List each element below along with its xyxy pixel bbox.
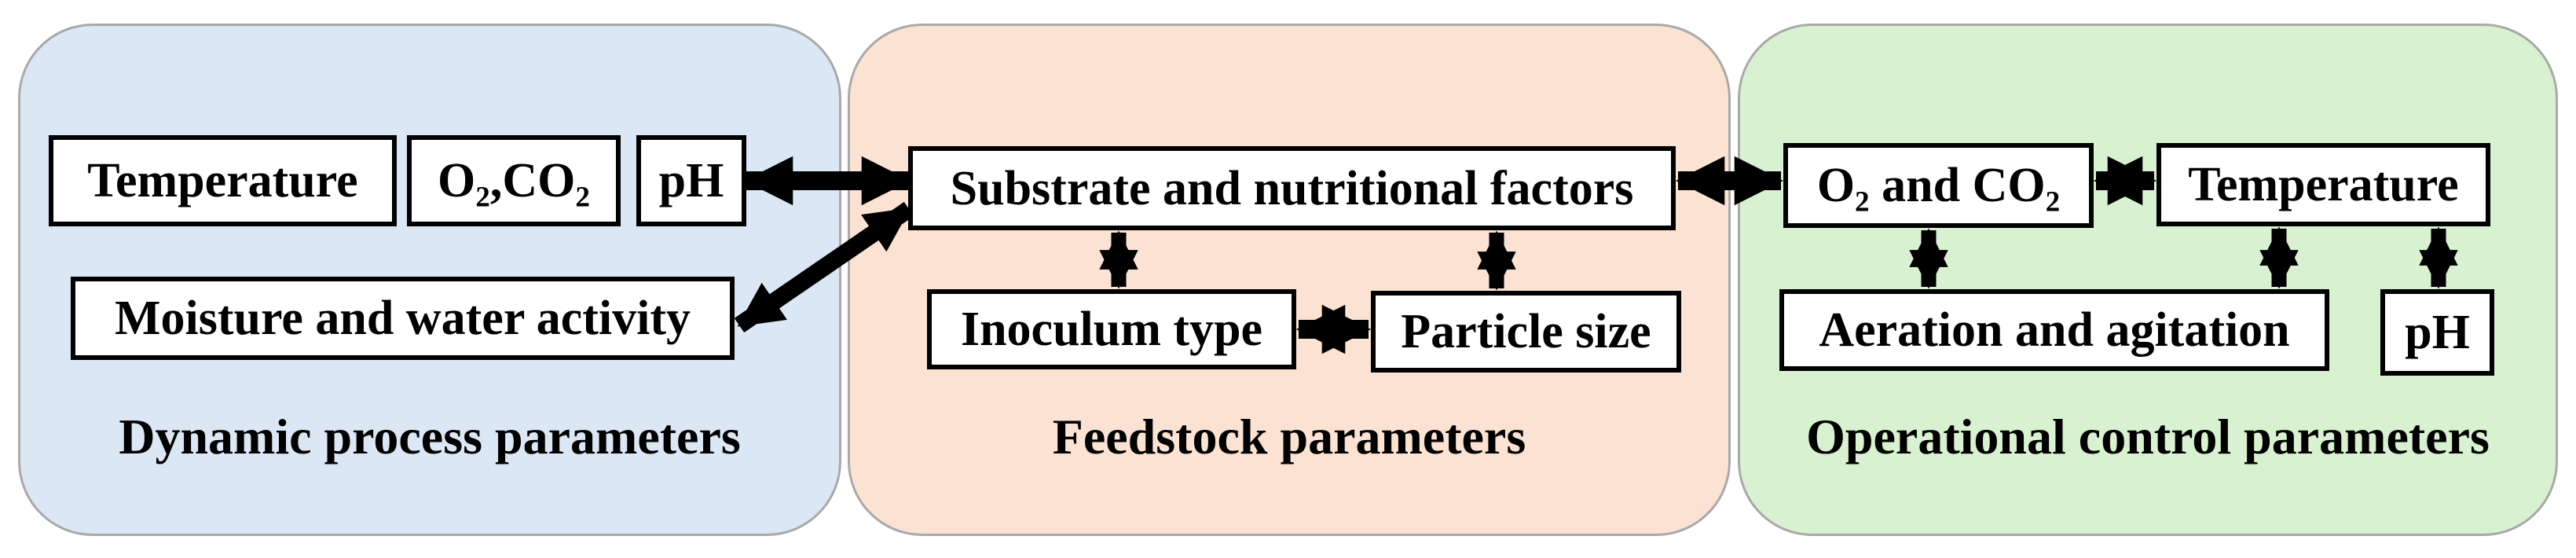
box-moisture-water-activity: Moisture and water activity bbox=[71, 277, 735, 360]
box-ph-dynamic: pH bbox=[636, 135, 746, 226]
box-o2-co2-dynamic: O₂,CO₂ bbox=[407, 135, 621, 226]
box-o2-and-co2-operational: O₂ and CO₂ bbox=[1783, 143, 2094, 228]
box-ph-operational: pH bbox=[2380, 289, 2494, 376]
box-substrate-nutritional-factors: Substrate and nutritional factors bbox=[908, 146, 1676, 230]
panel-feedstock bbox=[848, 24, 1731, 536]
box-temperature-operational: Temperature bbox=[2156, 143, 2490, 226]
box-aeration-agitation: Aeration and agitation bbox=[1779, 289, 2329, 371]
label-operational-control-parameters: Operational control parameters bbox=[1806, 409, 2490, 464]
box-inoculum-type: Inoculum type bbox=[927, 289, 1296, 369]
arrow-moisture-substrate bbox=[734, 201, 914, 333]
label-dynamic-process-parameters: Dynamic process parameters bbox=[119, 409, 741, 464]
label-feedstock-parameters: Feedstock parameters bbox=[1052, 409, 1526, 464]
box-temperature-dynamic: Temperature bbox=[49, 135, 397, 226]
box-particle-size: Particle size bbox=[1371, 291, 1681, 373]
